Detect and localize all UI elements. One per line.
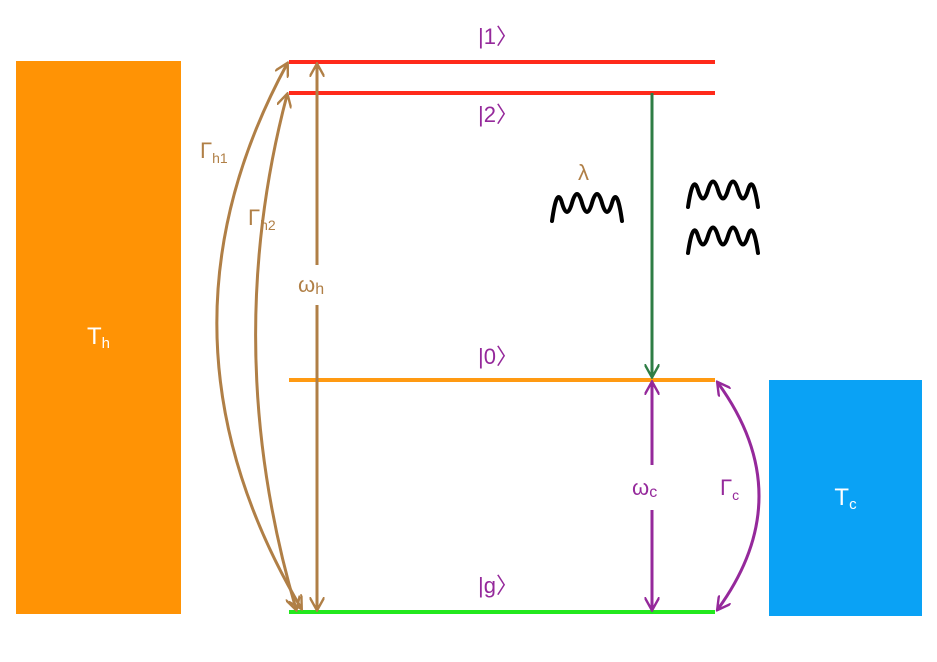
ground-level-label: |g〉 — [478, 573, 518, 598]
omega-h-label: ωh — [298, 272, 324, 298]
level-1-label: |1〉 — [478, 24, 518, 49]
cold-reservoir: Tc — [769, 380, 922, 616]
cold-reservoir-label: Tc — [834, 483, 857, 513]
gamma-h1-label: Γh1 — [200, 138, 228, 166]
hot-reservoir-label: Th — [86, 323, 110, 352]
gamma-h2-arrow — [254, 95, 296, 609]
level-2-label: |2〉 — [478, 102, 518, 127]
wave-icon-upper — [686, 179, 760, 209]
level-0-label: |0〉 — [478, 344, 518, 369]
wave-icon-lambda — [550, 192, 624, 223]
lambda-label: λ — [578, 160, 589, 185]
wave-icon-lower — [686, 225, 760, 255]
gamma-h1-arrow — [215, 64, 301, 608]
hot-reservoir: Th — [16, 61, 181, 614]
gamma-c-arrow — [718, 383, 761, 609]
gamma-c-label: Γc — [720, 475, 739, 503]
gamma-h2-label: Γh2 — [248, 205, 276, 233]
omega-c-label: ωc — [632, 475, 657, 501]
